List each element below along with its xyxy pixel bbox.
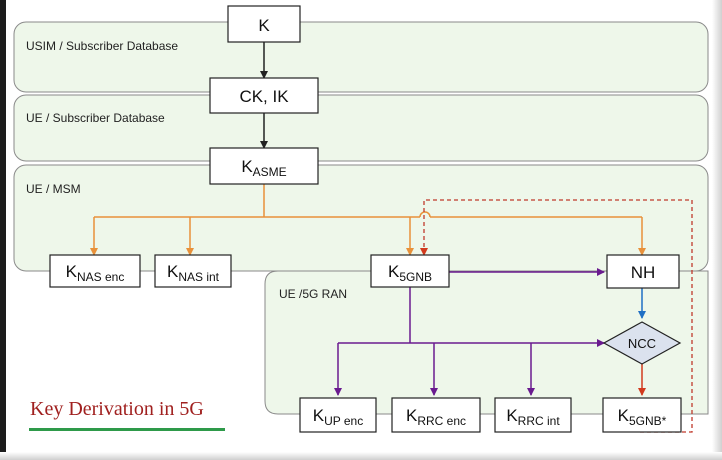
node-kup-enc: KUP enc bbox=[299, 397, 377, 433]
node-ck-ik: CK, IK bbox=[209, 77, 319, 114]
svg-text:NCC: NCC bbox=[628, 336, 656, 351]
node-kasme: KASME bbox=[209, 147, 319, 185]
caption-underline bbox=[29, 428, 225, 431]
node-krrc-int: KRRC int bbox=[494, 397, 572, 433]
svg-text:KASME: KASME bbox=[241, 157, 286, 179]
region-label-usim: USIM / Subscriber Database bbox=[26, 39, 178, 53]
node-k5gnb: K5GNB bbox=[370, 254, 450, 288]
region-label-ue-ran: UE /5G RAN bbox=[279, 287, 347, 301]
node-k5gnb-star: K5GNB* bbox=[602, 397, 682, 433]
svg-text:KRRC int: KRRC int bbox=[506, 406, 560, 428]
node-knas-int: KNAS int bbox=[154, 254, 232, 288]
purple-derivation-lines bbox=[334, 268, 605, 396]
dashed-feedback-loop bbox=[420, 199, 693, 433]
svg-text:KUP enc: KUP enc bbox=[313, 406, 363, 428]
window-left-edge bbox=[0, 0, 6, 460]
node-knas-enc: KNAS enc bbox=[49, 254, 141, 288]
region-label-ue-db: UE / Subscriber Database bbox=[26, 111, 165, 125]
region-label-ue-msm: UE / MSM bbox=[26, 182, 81, 196]
svg-text:CK, IK: CK, IK bbox=[239, 87, 289, 106]
region-ue-msm: UE / MSM bbox=[13, 164, 709, 272]
svg-text:KNAS enc: KNAS enc bbox=[66, 262, 125, 284]
node-krrc-enc: KRRC enc bbox=[391, 397, 481, 433]
svg-text:K5GNB*: K5GNB* bbox=[618, 406, 667, 428]
orange-derivation-lines bbox=[90, 184, 646, 256]
svg-text:KRRC enc: KRRC enc bbox=[406, 406, 466, 428]
region-ue-subscriber-db: UE / Subscriber Database bbox=[13, 94, 709, 162]
svg-text:K5GNB: K5GNB bbox=[388, 262, 432, 284]
svg-text:K: K bbox=[258, 16, 270, 35]
diagram-caption: Key Derivation in 5G bbox=[30, 398, 204, 420]
window-right-edge bbox=[712, 0, 722, 460]
region-usim: USIM / Subscriber Database bbox=[13, 21, 709, 93]
node-k: K bbox=[227, 5, 301, 43]
node-nh: NH bbox=[606, 254, 680, 289]
svg-text:NH: NH bbox=[631, 263, 656, 282]
window-bottom-edge bbox=[0, 452, 722, 460]
svg-text:KNAS int: KNAS int bbox=[167, 262, 220, 284]
node-ncc: NCC bbox=[602, 321, 682, 365]
